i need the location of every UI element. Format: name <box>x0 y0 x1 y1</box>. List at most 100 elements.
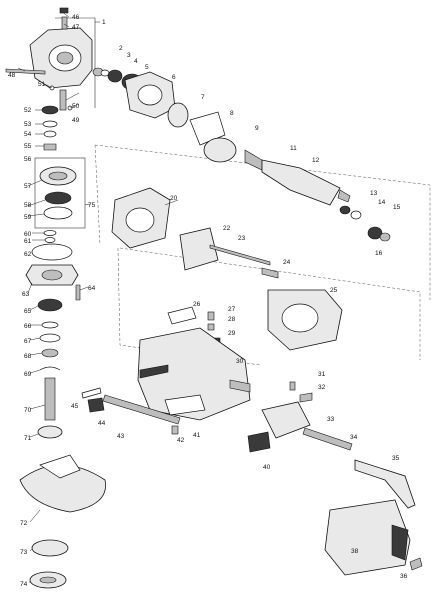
callout-28: 28 <box>228 316 236 323</box>
callout-32: 32 <box>318 384 326 391</box>
part-9-fan <box>203 137 237 163</box>
callout-66: 66 <box>24 323 32 330</box>
part-47-pin <box>61 16 68 30</box>
callout-40: 40 <box>263 464 271 471</box>
part-34-cord <box>302 427 353 451</box>
part-71-flange <box>37 425 63 439</box>
part-50-spindle <box>59 89 67 111</box>
part-44-button <box>87 397 105 413</box>
part-32-clamp <box>299 392 313 403</box>
part-7-baffle <box>167 102 189 128</box>
part-14-washer <box>350 210 362 220</box>
part-31-screw <box>289 381 296 391</box>
part-69-clip <box>39 366 61 371</box>
part-36-screw <box>409 557 423 571</box>
part-45-spring <box>81 387 102 399</box>
part-30-motor-housing <box>137 327 251 421</box>
callout-51: 51 <box>38 81 46 88</box>
callout-20: 20 <box>170 195 178 202</box>
wheel-guard-assembly <box>19 454 106 589</box>
callout-62: 62 <box>24 251 32 258</box>
callout-25: 25 <box>330 287 338 294</box>
callout-36: 36 <box>400 573 408 580</box>
callout-59: 59 <box>24 214 32 221</box>
part-46-cap <box>59 7 69 14</box>
callout-31: 31 <box>318 371 326 378</box>
callout-5: 5 <box>145 64 149 71</box>
part-25-bore <box>281 303 319 333</box>
part-38-rear-cover <box>324 499 411 576</box>
part-13-bearing <box>339 205 351 215</box>
part-6-bore <box>137 84 163 106</box>
callout-46: 46 <box>72 14 80 21</box>
part-30-switch-slot <box>139 364 169 379</box>
callout-labels: 1 2 3 4 5 6 7 8 9 11 12 13 14 15 16 20 2… <box>8 14 408 588</box>
callout-24: 24 <box>283 259 291 266</box>
part-27-screw <box>207 311 215 321</box>
motor-housing-group <box>111 187 343 421</box>
callout-47: 47 <box>72 24 80 31</box>
part-16-bearing <box>367 226 383 240</box>
callout-57: 57 <box>24 183 32 190</box>
gear-housing <box>5 7 93 111</box>
dash-line-left <box>94 144 101 246</box>
part-65-bearing <box>37 298 63 312</box>
part-64-screw <box>75 284 81 301</box>
callout-29: 29 <box>228 330 236 337</box>
callout-8: 8 <box>230 110 234 117</box>
callout-58: 58 <box>24 202 32 209</box>
callout-53: 53 <box>24 121 32 128</box>
callout-75: 75 <box>88 202 96 209</box>
callout-34: 34 <box>350 434 358 441</box>
frame-part-1 <box>55 17 96 108</box>
leader-lines <box>17 11 179 583</box>
callout-41: 41 <box>193 432 201 439</box>
callout-3: 3 <box>127 52 131 59</box>
part-53-washer <box>42 120 58 128</box>
callout-72: 72 <box>20 520 28 527</box>
part-11-spiral-gear <box>244 149 263 171</box>
callout-6: 6 <box>172 74 176 81</box>
part-74-hub <box>39 576 57 584</box>
callout-71: 71 <box>24 435 32 442</box>
callout-74: 74 <box>20 581 28 588</box>
part-66-washer <box>41 321 59 329</box>
left-parts-stack <box>25 105 81 439</box>
callout-23: 23 <box>238 235 246 242</box>
callout-33: 33 <box>327 416 335 423</box>
callout-1: 1 <box>102 19 106 26</box>
gear-housing-hub <box>56 51 74 65</box>
callout-65: 65 <box>24 308 32 315</box>
callout-49: 49 <box>72 117 80 124</box>
callout-27: 27 <box>228 306 236 313</box>
part-4-bearing <box>107 69 123 83</box>
part-33-switch <box>261 401 311 439</box>
part-55-sleeve <box>43 143 57 151</box>
callout-16: 16 <box>375 250 383 257</box>
callout-63: 63 <box>22 291 30 298</box>
part-72-clamp <box>39 454 81 479</box>
part-59-ring <box>43 206 73 220</box>
callout-60: 60 <box>24 231 32 238</box>
part-73-inner-flange <box>31 539 69 557</box>
callout-22: 22 <box>223 225 231 232</box>
part-68-ring <box>41 348 59 358</box>
callout-26: 26 <box>193 301 201 308</box>
callout-7: 7 <box>201 94 205 101</box>
part-48-screw <box>5 68 46 75</box>
callout-13: 13 <box>370 190 378 197</box>
callout-54: 54 <box>24 131 32 138</box>
part-35-cord-guard <box>354 459 416 509</box>
callout-45: 45 <box>71 403 79 410</box>
part-54-washer <box>43 130 57 138</box>
part-15-cap <box>379 232 391 242</box>
part-8-plate <box>189 111 226 146</box>
part-52-bearing <box>41 105 59 115</box>
callout-4: 4 <box>134 58 138 65</box>
part-57-hub <box>48 171 68 181</box>
part-63-hub <box>41 269 63 281</box>
part-26-sheet <box>167 306 197 325</box>
part-41-sheet <box>164 394 206 416</box>
